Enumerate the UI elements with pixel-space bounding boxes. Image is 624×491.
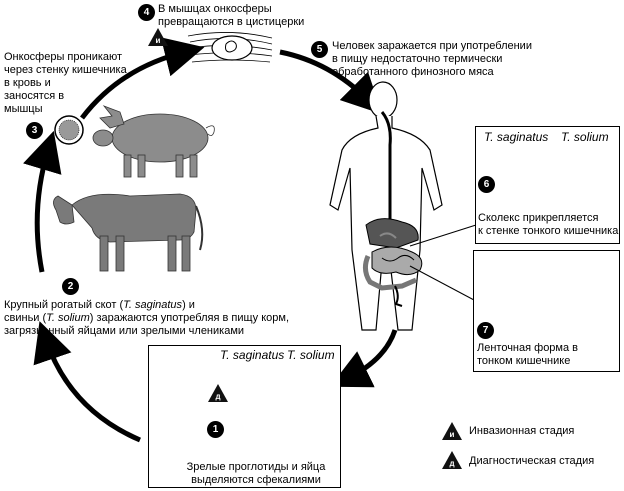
svg-text:и: и (450, 430, 455, 439)
box-step-1 (148, 345, 341, 488)
cycle-arrow-4-to-5 (279, 49, 383, 115)
cycle-arrow-2-to-3 (23, 130, 62, 273)
box-step-6 (475, 126, 620, 244)
infective-stage-badge-step-4: и (148, 28, 168, 46)
digestive-tract-icon (362, 111, 423, 307)
step-4-text: В мышцах онкосферы превращаются в цистиц… (158, 3, 305, 28)
legend-infective-label: Инвазионная стадия (469, 425, 575, 437)
cycle-arrow-1-to-2 (33, 321, 141, 443)
step-5-text: Человек заражается при употреблении в пи… (332, 40, 532, 78)
cysticercus-icon (187, 32, 273, 63)
pig-icon (92, 105, 215, 178)
svg-text:и: и (156, 36, 161, 45)
diagnostic-stage-badge-step-1: д (208, 384, 228, 402)
step-7-marker: 7 (477, 322, 494, 339)
step-3-text: Онкосферы проникают через стенку кишечни… (4, 51, 127, 115)
oncosphere-icon (54, 115, 84, 145)
step-1-marker: 1 (207, 421, 224, 438)
svg-text:д: д (215, 392, 220, 401)
species-label-solium-6: T. solium (561, 130, 609, 144)
cow-icon (53, 193, 204, 272)
box-step-7 (473, 250, 620, 372)
legend-diagnostic-badge: д (442, 451, 462, 469)
step-6-marker: 6 (478, 176, 495, 193)
species-label-saginatus-6: T. saginatus (484, 130, 549, 144)
legend-diagnostic-label: Диагностическая стадия (469, 455, 595, 467)
pointer-line-7 (409, 265, 475, 301)
step-2-text: Крупный рогатый скот (T. saginatus) и св… (4, 299, 290, 337)
cycle-arrow-3-to-4 (80, 37, 205, 120)
step-3-marker: 3 (26, 122, 43, 139)
species-label-saginatus-1: T. saginatus (220, 348, 285, 362)
step-7-text: Ленточная форма в тонком кишечнике (477, 342, 579, 367)
cycle-arrow-human-to-1 (330, 329, 398, 388)
step-6-text: Сколекс прикрепляется к стенке тонкого к… (478, 212, 619, 237)
step-1-text: Зрелые проглотиды и яйца выделяются сфек… (186, 461, 326, 486)
species-label-solium-1: T. solium (287, 348, 335, 362)
legend-infective-badge: и (442, 422, 462, 440)
pointer-line-6 (409, 224, 477, 247)
step-2-marker: 2 (62, 278, 79, 295)
step-4-marker: 4 (138, 4, 155, 21)
svg-text:д: д (449, 459, 454, 468)
step-5-marker: 5 (311, 41, 328, 58)
